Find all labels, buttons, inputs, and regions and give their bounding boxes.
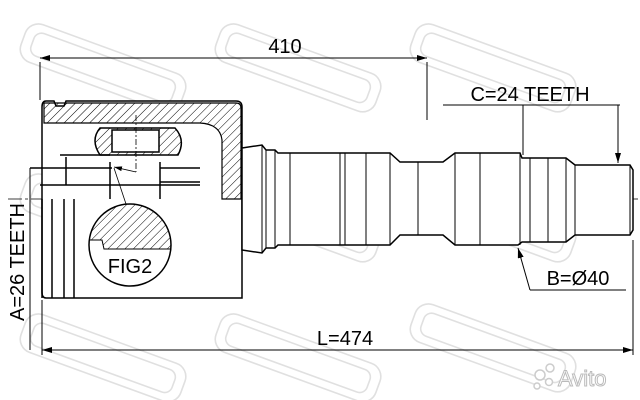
watermark-logo	[210, 309, 386, 400]
fig2-detail: FIG2	[88, 203, 172, 287]
dimension-410: 410	[268, 36, 301, 58]
shaft	[241, 144, 634, 254]
watermark-logo	[405, 299, 581, 397]
dimension-lines	[29, 55, 634, 355]
avito-logo: Avito	[533, 363, 607, 392]
dimension-b-diameter: B=Ø40	[547, 268, 610, 290]
avito-logo-text: Avito	[558, 366, 607, 391]
fig2-label: FIG2	[108, 256, 152, 278]
dimension-l-length: L=474	[317, 328, 373, 350]
dimension-c-teeth: C=24 TEETH	[470, 84, 589, 106]
dimension-a-teeth: A=26 TEETH	[7, 203, 29, 321]
